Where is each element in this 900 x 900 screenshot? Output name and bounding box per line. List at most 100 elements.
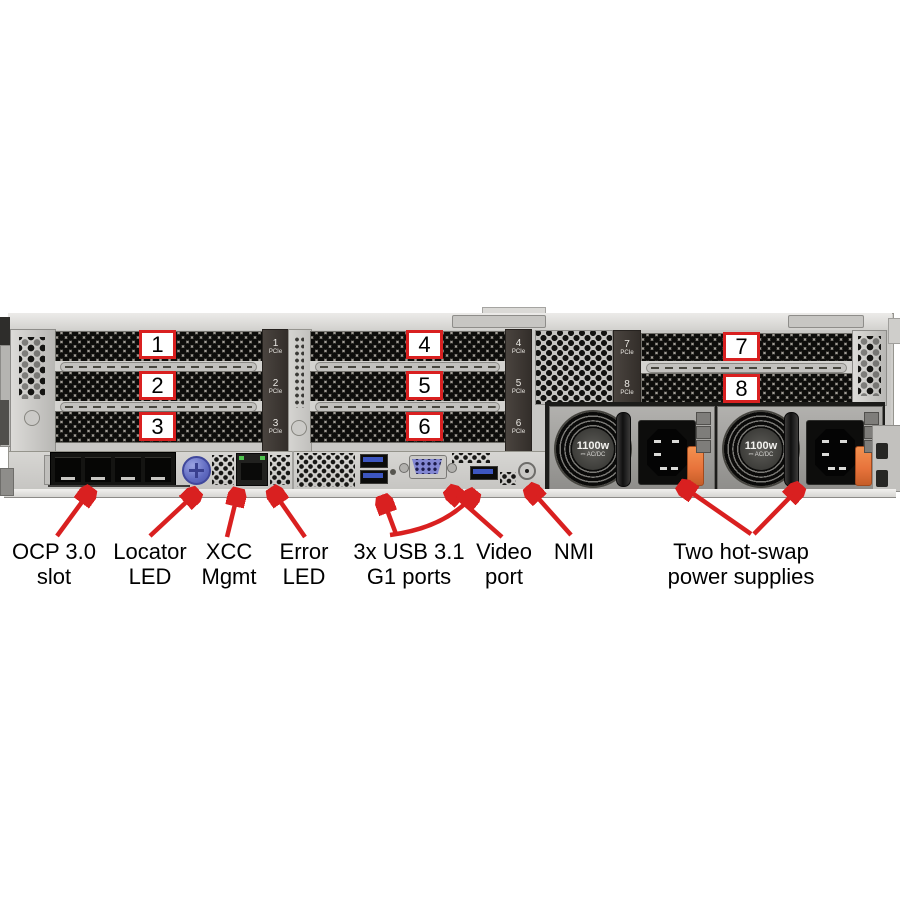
callout-line: LED: [128, 564, 172, 589]
screw-hole: [390, 469, 396, 475]
callout-label-xcc-mgmt: XCC Mgmt: [192, 539, 266, 589]
strip-sublabel: PCIe: [268, 389, 283, 395]
strip-label: 5: [515, 378, 522, 389]
c14-socket: [815, 429, 855, 476]
psu-rating-label: ⎓ AC/DC: [580, 451, 606, 458]
pcie-slot-marker-8: 8: [723, 374, 760, 403]
thumbscrew: [291, 420, 307, 436]
slot-separator: [310, 401, 505, 412]
psu-release-lever: [855, 446, 872, 486]
callout-line: G1 ports: [366, 564, 452, 589]
power-supply-2: 1100w ⎓ AC/DC: [717, 406, 883, 490]
pcie-slot-marker-3: 3: [139, 412, 176, 441]
vga-screw: [447, 463, 457, 473]
ocp-rail: [48, 485, 190, 487]
left-flange-vents: [19, 337, 45, 399]
callout-line: slot: [36, 564, 72, 589]
link-led: [239, 456, 244, 460]
callout-label-locator-led: Locator LED: [104, 539, 196, 589]
callout-line: LED: [282, 564, 326, 589]
vga-shell: [409, 455, 447, 479]
strip-sublabel: PCIe: [268, 349, 283, 355]
c14-socket: [647, 429, 687, 476]
arrow-xcc-mgmt: [224, 492, 238, 538]
chassis-top-lip: [8, 313, 892, 331]
locator-led-button: [182, 456, 211, 485]
arrow-locator-led: [148, 493, 196, 538]
strip-label: 6: [515, 418, 522, 429]
psu-bay-vent-panel: [535, 330, 613, 405]
strip-sublabel: PCIe: [620, 390, 634, 396]
callout-label-nmi: NMI: [546, 539, 602, 564]
callout-line: 3x USB 3.1: [353, 539, 465, 564]
strip-label: 1: [272, 338, 279, 349]
left-foot: [0, 468, 14, 496]
vga-screw: [399, 463, 409, 473]
slot-separator: [55, 361, 262, 372]
callout-label-ocp-slot: OCP 3.0 slot: [8, 539, 100, 589]
rack-rail-left: [0, 317, 10, 345]
psu-stickers: [696, 412, 711, 454]
arrow-usb-right: [389, 494, 474, 538]
psu-wattage-label: 1100w: [576, 439, 610, 452]
callout-label-usb-ports: 3x USB 3.1 G1 ports: [350, 539, 468, 589]
chassis-bottom-edge: [4, 489, 896, 498]
rack-tab-right: [888, 318, 900, 344]
callout-line: Error: [279, 539, 329, 564]
callout-line: XCC: [205, 539, 253, 564]
callout-line: power supplies: [667, 564, 815, 589]
callout-label-power-supplies: Two hot-swap power supplies: [652, 539, 830, 589]
xcc-mgmt-port: [236, 453, 268, 486]
slot-separator: [55, 401, 262, 412]
power-supply-1: 1100w ⎓ AC/DC: [549, 406, 715, 490]
ac-inlet: [638, 420, 696, 485]
panel-seam: [292, 451, 294, 489]
io-vents: [500, 472, 516, 485]
callout-line: Mgmt: [201, 564, 257, 589]
psu-fan-hub: 1100w ⎓ AC/DC: [572, 428, 614, 470]
psu-rating-label: ⎓ AC/DC: [748, 451, 774, 458]
io-vents: [270, 455, 290, 485]
callout-line: Two hot-swap: [673, 539, 809, 564]
activity-led: [260, 456, 265, 460]
callout-line: Locator: [113, 539, 187, 564]
pcie-slot-marker-7: 7: [723, 332, 760, 361]
psu-handle: [616, 412, 631, 487]
slot-separator: [310, 361, 505, 372]
io-vents: [452, 453, 490, 463]
io-vents: [297, 453, 355, 487]
psu-wattage-label: 1100w: [744, 439, 778, 452]
strip-sublabel: PCIe: [511, 429, 526, 435]
callout-label-video-port: Video port: [472, 539, 536, 589]
arrow-usb-left: [383, 499, 399, 535]
callout-line: NMI: [553, 539, 595, 564]
ocp-3-0-slot: [50, 452, 176, 487]
callout-line: Video: [476, 539, 532, 564]
video-port: [412, 459, 442, 474]
callout-label-error-led: Error LED: [267, 539, 341, 589]
usb-port-1: [360, 454, 388, 468]
psu-handle: [784, 412, 799, 487]
strip-label: 4: [515, 338, 522, 349]
io-vents: [212, 455, 234, 485]
callout-line: OCP 3.0: [12, 539, 96, 564]
screw-strip-holes: [294, 336, 304, 408]
usb-port-3: [470, 466, 498, 480]
riser-latch: [452, 315, 546, 328]
psu-fan-hub: 1100w ⎓ AC/DC: [740, 428, 782, 470]
pcie-slot-marker-6: 6: [406, 412, 443, 441]
thumbscrew: [24, 410, 40, 426]
nmi-button: [518, 462, 536, 480]
riser-latch: [788, 315, 864, 328]
strip-sublabel: PCIe: [511, 389, 526, 395]
bracket-slot: [876, 470, 888, 487]
callout-line: port: [485, 564, 523, 589]
strip-label: 3: [272, 418, 279, 429]
usb-port-2: [360, 470, 388, 484]
strip-label: 2: [272, 378, 279, 389]
slot-separator: [641, 361, 852, 373]
